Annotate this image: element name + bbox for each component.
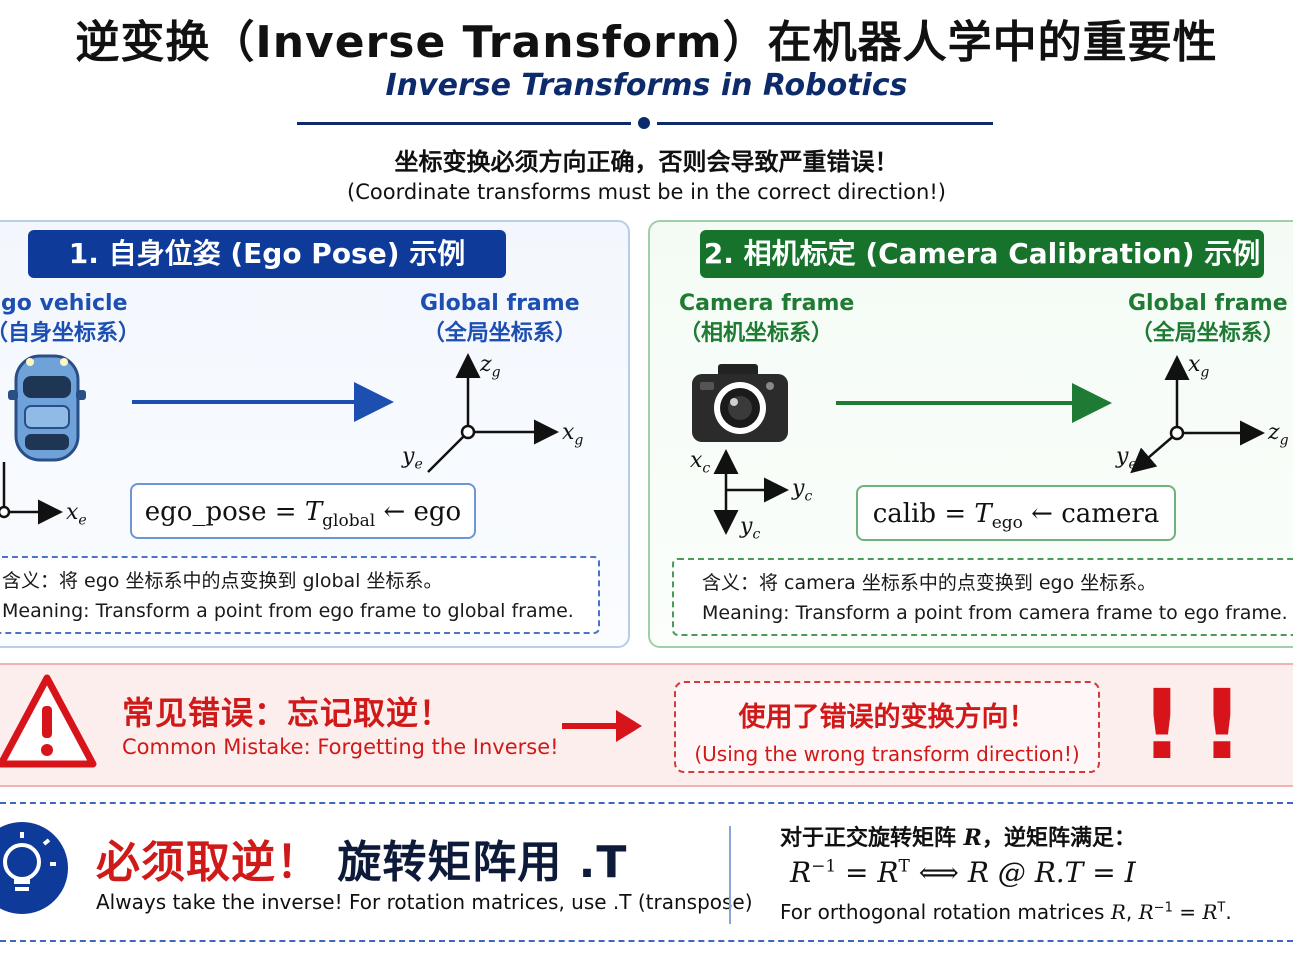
ortho-en-R3: R [1202, 900, 1218, 924]
ortho-en-inv: −1 [1153, 900, 1173, 916]
eq-R2: R [877, 856, 899, 889]
ego-origin [0, 505, 11, 519]
exclamation-icon-1: ! [1140, 669, 1184, 781]
orthogonal-equation: R−1 = RT ⟺ R @ R.T = I [790, 856, 1136, 889]
formula-eq: = [274, 497, 297, 527]
warning-triangle-icon [0, 674, 97, 768]
ego-vehicle-label: Ego vehicle （自身坐标系） [0, 289, 140, 349]
orthogonal-note-en: For orthogonal rotation matrices R, R−1 … [780, 900, 1232, 924]
cam-meaning-box: 含义：将 camera 坐标系中的点变换到 ego 坐标系。 Meaning: … [672, 558, 1293, 636]
tip-subtitle: Always take the inverse! For rotation ma… [96, 890, 753, 914]
tip-top-divider [0, 802, 1293, 804]
cam-formula-arrow: ← [1031, 499, 1053, 529]
ego-ye-label: ye [402, 444, 423, 473]
ortho-zh-R: R [963, 825, 982, 851]
formula-arrow: ← [383, 497, 406, 527]
ego-meaning-box: 含义：将 ego 坐标系中的点变换到 global 坐标系。 Meaning: … [0, 556, 600, 634]
wrong-direction-box: 使用了错误的变换方向！ (Using the wrong transform d… [674, 681, 1100, 773]
eq-equals: = [836, 856, 878, 889]
ego-meaning-en: Meaning: Transform a point from ego fram… [2, 600, 574, 622]
car-icon [8, 354, 86, 462]
tip-bottom-divider [0, 940, 1293, 942]
warning-text-zh: 坐标变换必须方向正确，否则会导致严重错误！ [394, 148, 899, 176]
ego-xe-label: xe [66, 500, 87, 529]
cam-global-y-axis [1130, 432, 1178, 474]
cam-formula-eq: = [944, 499, 967, 529]
ortho-en-dot: . [1225, 900, 1232, 924]
ortho-en-eq: = [1172, 900, 1203, 924]
exclamation-icon-2: ! [1200, 669, 1244, 781]
wrong-direction-en: (Using the wrong transform direction!) [694, 742, 1080, 766]
ortho-en-b: , [1125, 900, 1139, 924]
cam-meaning-zh: 含义：将 camera 坐标系中的点变换到 ego 坐标系。 [702, 572, 1157, 594]
title-divider-right [657, 122, 993, 125]
ego-zg-label: zg [480, 352, 501, 381]
ortho-en-R: R [1110, 900, 1126, 924]
cam-global-label-zh: （全局坐标系） [1130, 321, 1285, 346]
mistake-title-en: Common Mistake: Forgetting the Inverse! [122, 735, 559, 759]
ortho-zh-a: 对于正交旋转矩阵 [780, 826, 964, 851]
ego-vehicle-label-zh: （自身坐标系） [0, 321, 141, 346]
eq-T: T [898, 856, 910, 877]
ego-xg-label: xg [562, 420, 584, 449]
ortho-en-T: T [1217, 900, 1226, 916]
cam-zg-label: zg [1268, 420, 1289, 449]
cam-formula-rhs: camera [1061, 499, 1160, 529]
cam-ye-label: ye [1116, 444, 1137, 473]
ego-global-label-zh: （全局坐标系） [422, 321, 577, 346]
camera-calib-formula: calib = Tego ← camera [856, 485, 1176, 541]
formula-lhs: ego_pose [144, 497, 267, 527]
ego-axes-svg [0, 353, 559, 525]
cam-formula-T: T [974, 499, 992, 529]
wrong-direction-zh: 使用了错误的变换方向！ [738, 702, 1036, 733]
camera-frame-label: Camera frame （相机坐标系） [679, 289, 854, 349]
cam-yc-right-label: yc [792, 476, 813, 505]
cam-formula-T-sub: ego [991, 513, 1023, 534]
formula-T: T [304, 497, 323, 527]
ego-global-frame-label: Global frame （全局坐标系） [420, 289, 580, 349]
ego-meaning-zh: 含义：将 ego 坐标系中的点变换到 global 坐标系。 [2, 570, 443, 592]
ortho-en-a: For orthogonal rotation matrices [780, 900, 1111, 924]
eq-inv: −1 [811, 856, 837, 877]
camera-icon [692, 364, 788, 442]
cam-xg-label: xg [1188, 352, 1210, 381]
formula-T-sub: global [322, 511, 376, 532]
ortho-zh-b: ，逆矩阵满足： [981, 826, 1136, 851]
camera-frame-label-en: Camera frame [679, 291, 855, 316]
title-divider-dot [638, 117, 650, 129]
page-subtitle: Inverse Transforms in Robotics [385, 68, 908, 103]
cam-axes-svg [713, 355, 1265, 535]
page-title: 逆变换（Inverse Transform）在机器人学中的重要性 [75, 17, 1218, 68]
cam-global-frame-label: Global frame （全局坐标系） [1128, 289, 1288, 349]
tip-vertical-divider [729, 826, 731, 924]
cam-yc-down-label: yc [740, 514, 761, 543]
global-y-axis [427, 431, 469, 473]
eq-R: R [790, 856, 812, 889]
global-origin [460, 424, 476, 440]
cam-xc-label: xc [690, 448, 711, 477]
eq-iff: ⟺ [909, 856, 968, 889]
cam-global-label-en: Global frame [1128, 291, 1288, 316]
ego-global-label-en: Global frame [420, 291, 580, 316]
ego-pose-formula: ego_pose = Tglobal ← ego [130, 483, 476, 539]
cam-global-origin [1169, 425, 1185, 441]
title-divider-left [297, 122, 631, 125]
orthogonal-note-zh: 对于正交旋转矩阵 R，逆矩阵满足： [780, 820, 1136, 852]
warning-text-en: (Coordinate transforms must be in the co… [347, 180, 946, 204]
tip-title-dark: 旋转矩阵用 .T [337, 837, 628, 888]
lightbulb-icon [0, 822, 68, 914]
ortho-en-R2: R [1138, 900, 1154, 924]
camera-calibration-banner: 2. 相机标定 (Camera Calibration) 示例 [700, 230, 1264, 278]
cam-formula-lhs: calib [872, 499, 937, 529]
formula-rhs: ego [413, 497, 462, 527]
tip-title: 必须取逆！ 旋转矩阵用 .T [96, 826, 627, 890]
camera-frame-label-zh: （相机坐标系） [679, 321, 834, 346]
ego-pose-banner: 1. 自身位姿 (Ego Pose) 示例 [28, 230, 506, 278]
mistake-arrow-icon [562, 710, 642, 742]
mistake-title-zh: 常见错误：忘记取逆！ [122, 694, 453, 732]
tip-title-red: 必须取逆！ [96, 837, 321, 888]
ego-vehicle-label-en: Ego vehicle [0, 291, 128, 316]
cam-meaning-en: Meaning: Transform a point from camera f… [702, 602, 1288, 624]
eq-rhs: R @ R.T = I [967, 856, 1136, 889]
